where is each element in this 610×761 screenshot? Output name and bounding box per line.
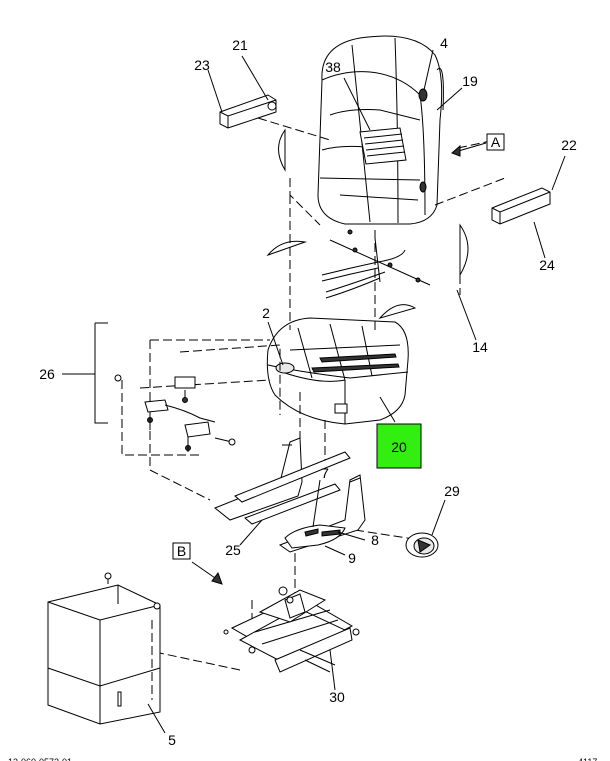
callout-2[interactable]: 2 bbox=[262, 305, 270, 321]
adjustment-knob bbox=[405, 532, 439, 558]
highlight-callout-20[interactable]: 20 bbox=[376, 423, 422, 469]
view-label-a: A bbox=[486, 133, 505, 151]
wire-harness bbox=[321, 229, 431, 299]
callout-19[interactable]: 19 bbox=[462, 73, 478, 89]
callout-labels: 21 23 38 4 19 22 24 14 2 26 29 7 8 9 25 … bbox=[39, 35, 577, 748]
callout-7[interactable]: 7 bbox=[321, 465, 329, 481]
callout-14[interactable]: 14 bbox=[472, 339, 488, 355]
bracket-assembly bbox=[94, 322, 236, 452]
lumbar-pad bbox=[359, 127, 407, 165]
view-label-b: B bbox=[172, 542, 191, 560]
callout-21[interactable]: 21 bbox=[232, 37, 248, 53]
callout-23[interactable]: 23 bbox=[194, 57, 210, 73]
callout-25[interactable]: 25 bbox=[225, 542, 241, 558]
armrest-left bbox=[219, 94, 277, 129]
callout-9[interactable]: 9 bbox=[348, 550, 356, 566]
side-covers bbox=[266, 128, 469, 319]
view-label-a-text: A bbox=[491, 134, 501, 150]
callout-24[interactable]: 24 bbox=[539, 257, 555, 273]
armrest-right bbox=[491, 187, 551, 225]
storage-box bbox=[47, 572, 161, 725]
footer: 13-060-0573-01 4117 bbox=[8, 757, 597, 761]
callout-30[interactable]: 30 bbox=[329, 689, 345, 705]
footer-left: 13-060-0573-01 bbox=[8, 757, 72, 761]
callout-5[interactable]: 5 bbox=[168, 732, 176, 748]
callout-22[interactable]: 22 bbox=[561, 137, 577, 153]
callout-4[interactable]: 4 bbox=[440, 35, 448, 51]
callout-8[interactable]: 8 bbox=[371, 532, 379, 548]
seat-slide-frame bbox=[214, 437, 366, 553]
suspension-base bbox=[223, 586, 360, 673]
view-label-b-text: B bbox=[177, 543, 186, 559]
callout-38[interactable]: 38 bbox=[325, 59, 341, 75]
leader-lines bbox=[62, 49, 566, 734]
seat-latch bbox=[284, 524, 346, 549]
footer-right: 4117 bbox=[578, 757, 597, 761]
callout-20: 20 bbox=[391, 439, 407, 455]
callout-26[interactable]: 26 bbox=[39, 366, 55, 382]
seat-cushion bbox=[266, 317, 409, 425]
callout-29[interactable]: 29 bbox=[444, 483, 460, 499]
